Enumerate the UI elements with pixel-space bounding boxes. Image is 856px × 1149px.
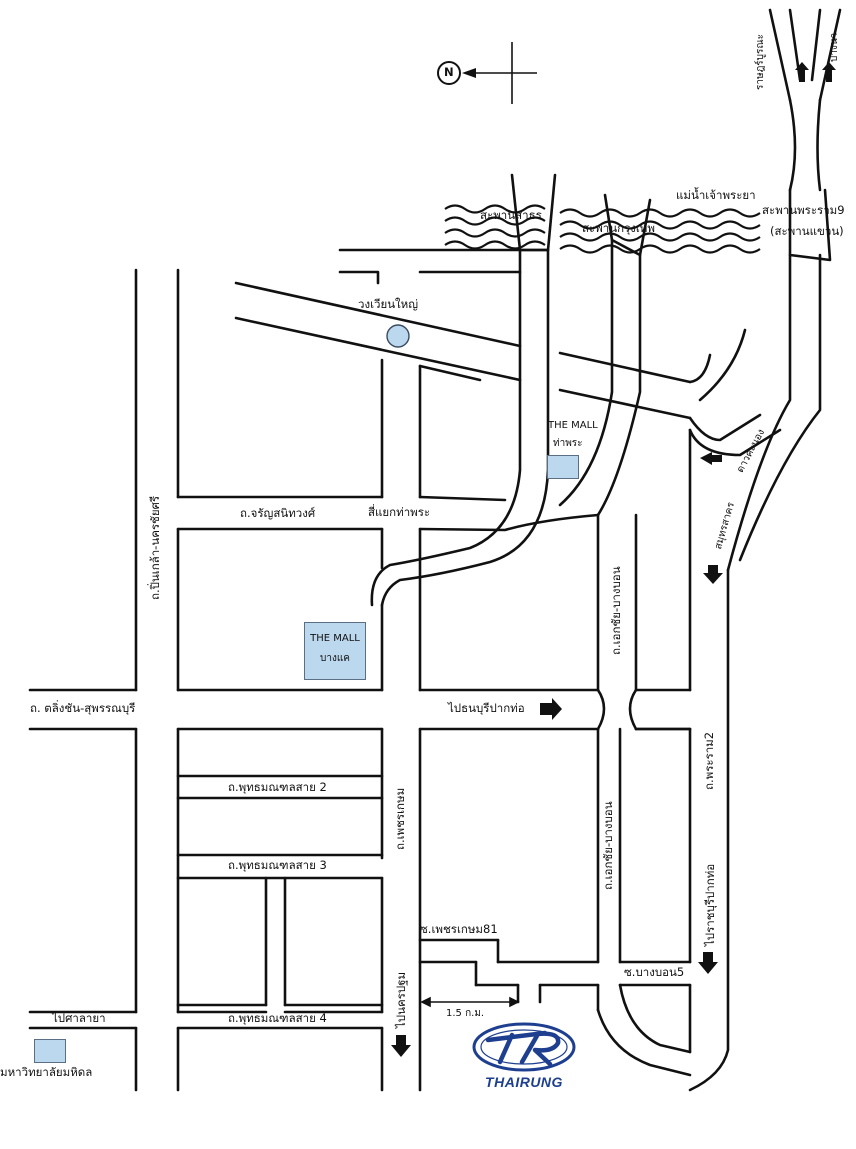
krungthep-bridge-label: สะพานกรุงเทพ	[582, 221, 655, 235]
the-mall-thaphra-label: THE MALL	[548, 420, 598, 431]
ekkachai-bangbon-bottom-label: ถ.เอกชัย-บางบอน	[601, 801, 615, 890]
wongwian-yai-circle	[386, 324, 410, 348]
river-waves-icon	[444, 204, 761, 254]
sae-tha-phra-label: สี่แยกท่าพระ	[368, 505, 431, 519]
bangkhae-label: บางแค	[320, 652, 350, 664]
phutthamonthon2-label: ถ.พุทธมณฑลสาย 2	[228, 780, 327, 794]
distance-marker	[420, 996, 520, 1008]
charansanitwong-label: ถ.จรัญสนิทวงศ์	[240, 506, 316, 520]
direction-arrow-icon	[391, 62, 836, 1057]
wongwian-yai-label: วงเวียนใหญ่	[358, 297, 419, 311]
compass-cross-icon	[437, 42, 537, 104]
phutthamonthon4-label: ถ.พุทธมณฑลสาย 4	[228, 1011, 327, 1025]
ekkachai-bangbon-top-label: ถ.เอกชัย-บางบอน	[609, 566, 623, 655]
chao-phraya-label: แม่น้ำเจ้าพระยา	[676, 188, 756, 202]
mahidol-box	[34, 1039, 66, 1063]
to-nakhonpathom-label: ไปนครปฐม	[394, 971, 408, 1028]
mahidol-label: มหาวิทยาลัยมหิดล	[0, 1065, 93, 1079]
sathorn-bridge-label: สะพานสาธร	[480, 208, 542, 222]
phutthamonthon3-label: ถ.พุทธมณฑลสาย 3	[228, 858, 327, 872]
to-ratchaburi-paktho-label: ไปราชบุรีปากท่อ	[703, 863, 717, 946]
bang-na-label: บางนา	[829, 32, 840, 62]
pinklao-nakhonchaisi-label: ถ.ปิ่นเกล้า-นครชัยศรี	[148, 495, 162, 600]
soi-bangbon5-label: ซ.บางบอน5	[624, 965, 685, 979]
rama9-bridge-alt-label: (สะพานแขวน)	[770, 224, 844, 238]
thairung-logo-icon	[472, 1022, 576, 1072]
phetkasem-label: ถ.เพชรเกษม	[393, 787, 407, 850]
to-thonburi-paktho-label: ไปธนบุรีปากท่อ	[448, 701, 525, 715]
the-mall-bangkhae-label: THE MALL	[310, 633, 360, 644]
to-salaya-label: ไปศาลายา	[52, 1011, 106, 1025]
rama2-label: ถ.พระราม2	[702, 731, 716, 790]
soi-phetkasem81-label: ซ.เพชรเกษม81	[420, 922, 498, 936]
distance-label: 1.5 ก.ม.	[446, 1008, 485, 1019]
thairung-logo-text: THAIRUNG	[485, 1074, 563, 1090]
the-mall-bangkhae-box: THE MALL บางแค	[304, 622, 366, 680]
north-arrow-icon: N	[444, 65, 454, 79]
rama9-bridge-label: สะพานพระราม9	[762, 203, 845, 217]
rat-burana-label: ราษฎร์บูรณะ	[755, 33, 766, 90]
thaphra-label: ท่าพระ	[553, 438, 583, 449]
the-mall-thaphra-box	[547, 455, 579, 479]
taling-chan-suphan-label: ถ. ตลิ่งชัน-สุพรรณบุรี	[30, 701, 136, 715]
